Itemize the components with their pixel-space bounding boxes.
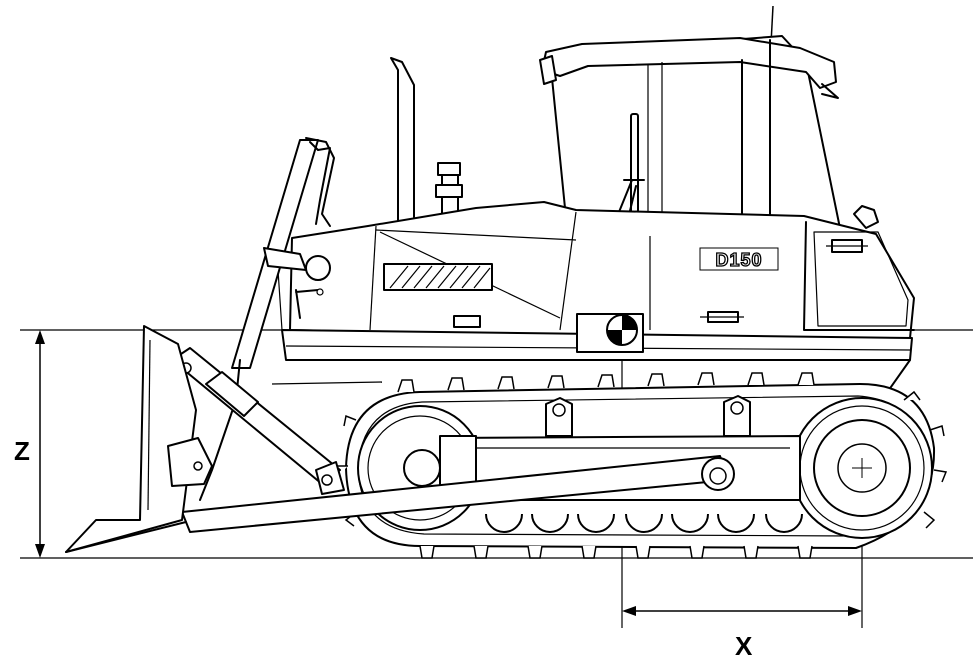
bottom-rollers	[485, 513, 803, 533]
exhaust-stack	[390, 57, 415, 221]
push-arm	[181, 455, 735, 533]
tilt-cylinder	[171, 347, 345, 495]
brand-logo-plate	[383, 263, 493, 291]
model-badge	[699, 247, 779, 271]
model-badge-text: D150	[715, 250, 762, 270]
air-intake	[435, 162, 463, 216]
lift-cylinder	[199, 137, 335, 501]
dozer-blade	[65, 325, 213, 553]
x-dimension-label: X	[735, 631, 753, 659]
sprocket-wheel	[791, 397, 933, 539]
x-dimension: X	[622, 606, 862, 661]
beacon-light	[853, 205, 879, 229]
z-dimension: Z	[14, 330, 45, 558]
center-of-gravity-icon	[576, 313, 644, 353]
z-dimension-label: Z	[14, 436, 30, 466]
carrier-rollers	[545, 395, 751, 437]
